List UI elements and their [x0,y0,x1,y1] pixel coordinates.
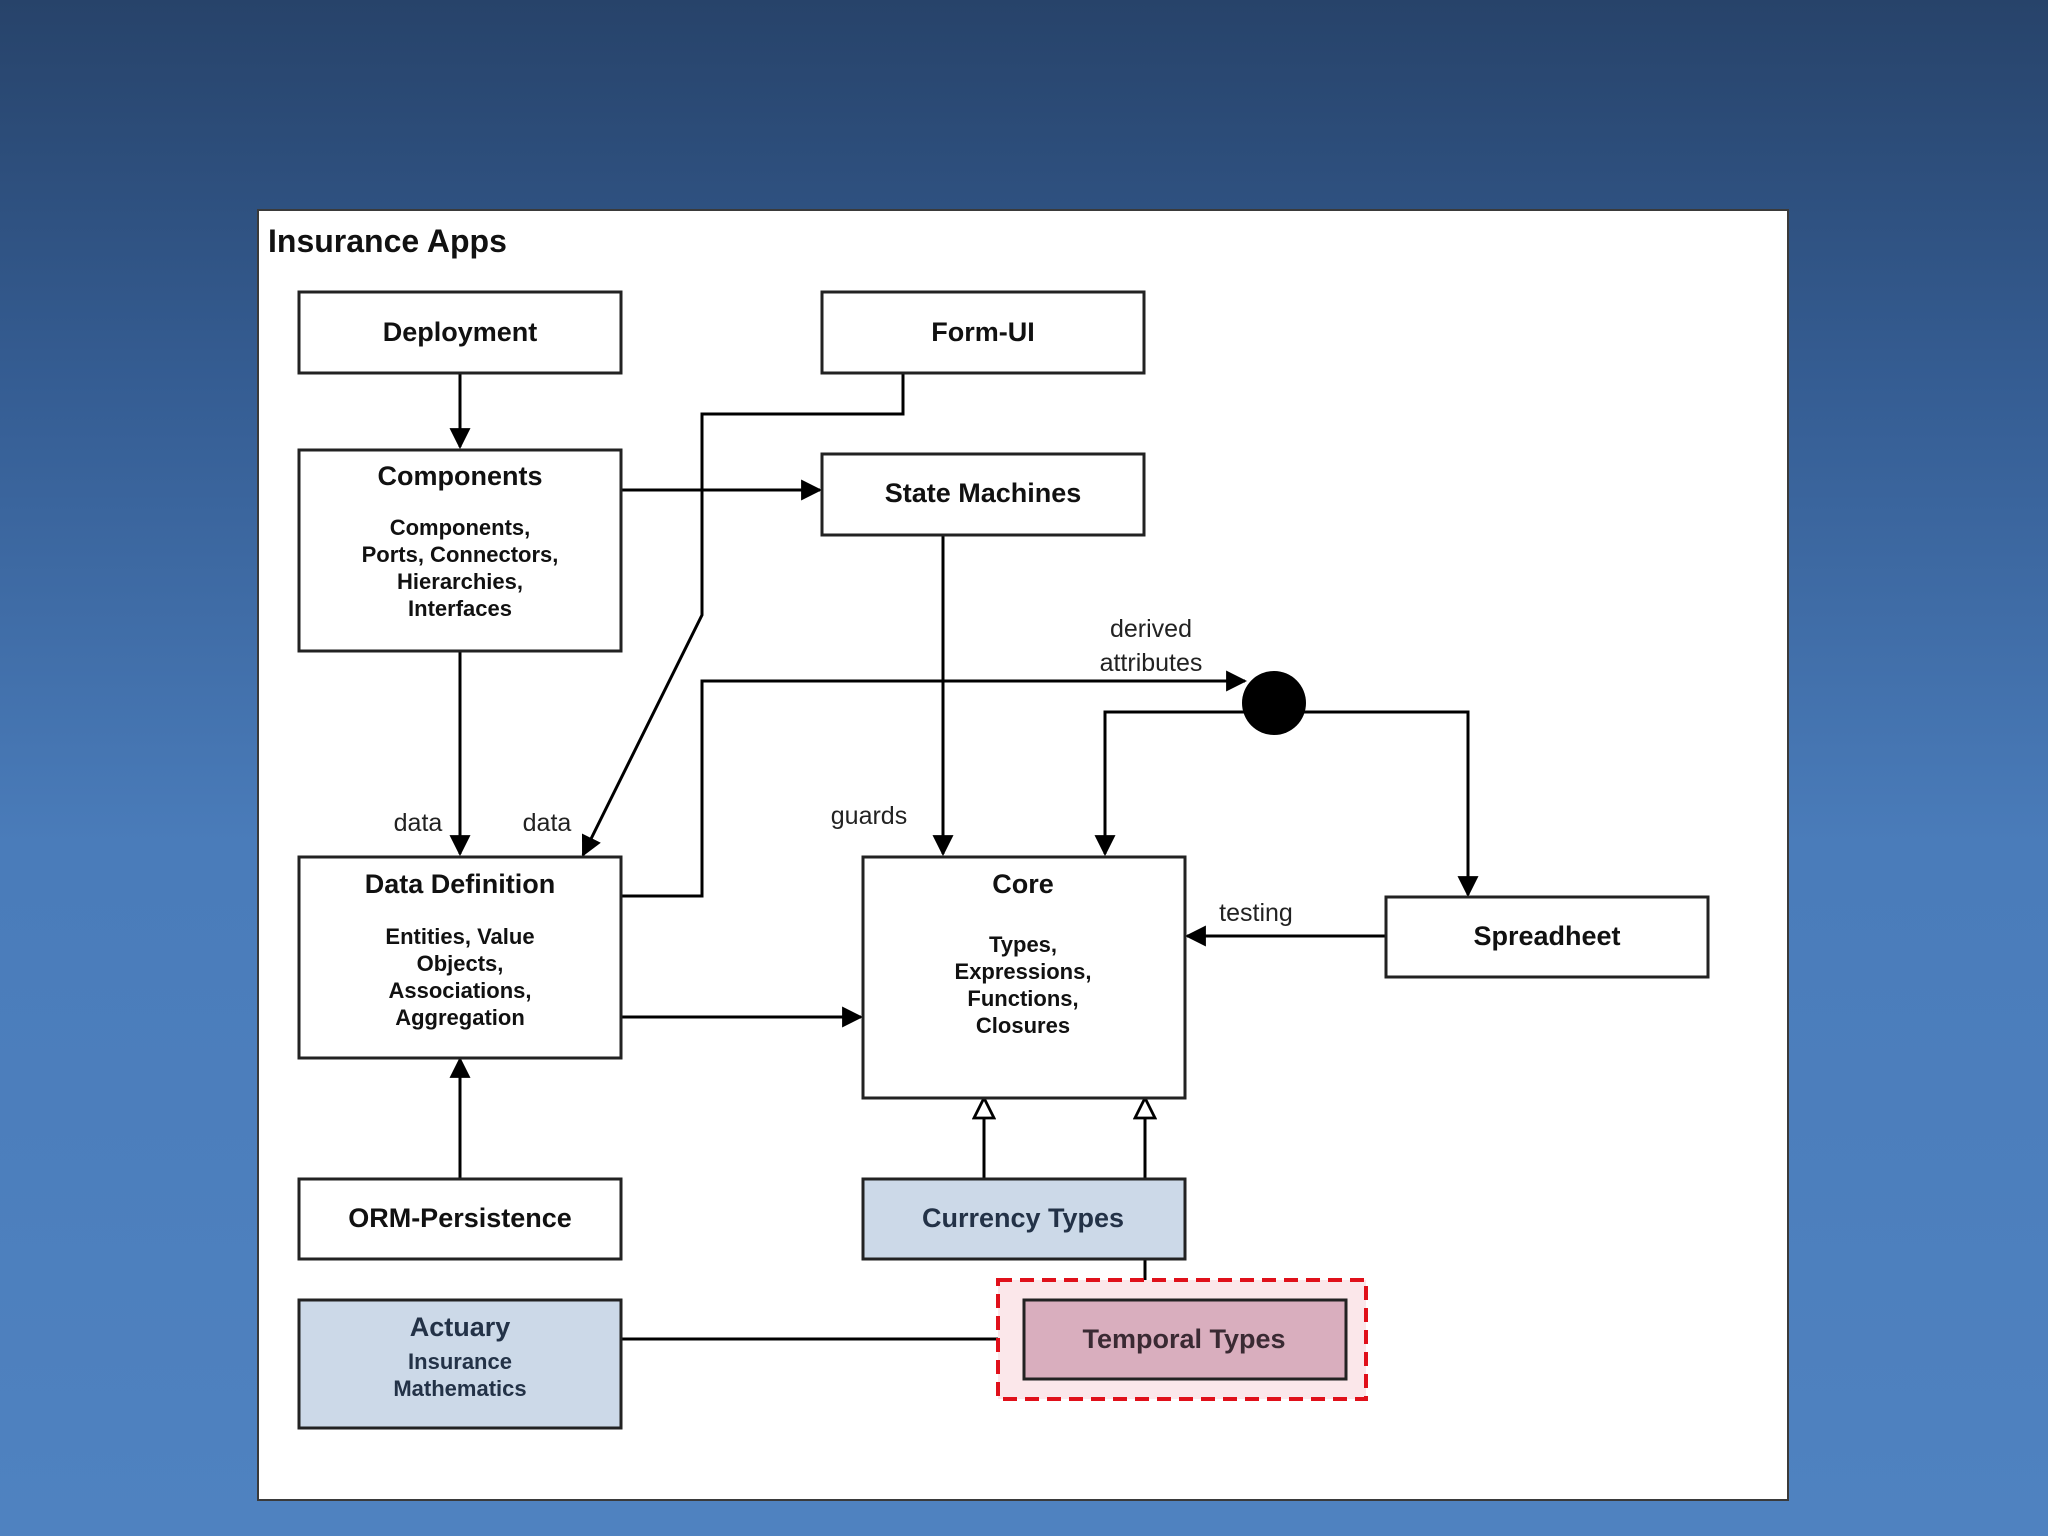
frame-title: Insurance Apps [268,223,507,259]
edge-label-attributes: attributes [1100,649,1203,677]
core-line-3: Functions, [967,986,1078,1011]
components-line-2: Ports, Connectors, [362,542,559,567]
connectors [449,374,1479,1350]
edge-node-spreadheet [1303,710,1479,898]
edge-label-data-right: data [523,809,572,837]
data-definition-line-1: Entities, Value [385,924,534,949]
core-line-4: Closures [976,1013,1070,1038]
data-definition-line-2: Objects, [417,951,504,976]
actuary-title: Actuary [410,1312,511,1342]
edge-label-guards: guards [831,802,907,830]
spreadheet-box[interactable]: Spreadheet [1384,895,1710,979]
data-definition-line-3: Associations, [388,978,531,1003]
edge-label-data-left: data [394,809,443,837]
deployment-title: Deployment [383,317,538,347]
deployment-box[interactable]: Deployment [297,290,623,375]
core-line-1: Types, [989,932,1057,957]
orm-persistence-title: ORM-Persistence [348,1203,572,1233]
edge-formui-datadefinition [581,374,905,857]
form-ui-title: Form-UI [931,317,1035,347]
currency-types-box[interactable]: Currency Types [861,1177,1187,1261]
edge-label-testing: testing [1219,899,1293,927]
data-definition-line-4: Aggregation [395,1005,525,1030]
core-line-2: Expressions, [955,959,1092,984]
edge-node-core [1094,710,1245,857]
state-machines-title: State Machines [885,478,1082,508]
form-ui-box[interactable]: Form-UI [820,290,1146,375]
data-definition-title: Data Definition [365,869,556,899]
components-line-1: Components, [390,515,531,540]
edge-datadefinition-derived [621,670,1248,898]
temporal-types-title: Temporal Types [1082,1324,1285,1354]
spreadheet-title: Spreadheet [1473,921,1620,951]
temporal-types-box[interactable]: Temporal Types [1022,1298,1348,1381]
actuary-box[interactable]: Actuary Insurance Mathematics [297,1298,623,1430]
actuary-line-1: Insurance [408,1349,512,1374]
state-machines-box[interactable]: State Machines [820,452,1146,537]
components-title: Components [378,461,543,491]
core-title: Core [992,869,1054,899]
edge-label-derived: derived [1110,615,1192,643]
components-box[interactable]: Components Components, Ports, Connectors… [297,448,623,653]
components-line-4: Interfaces [408,596,512,621]
data-definition-box[interactable]: Data Definition Entities, Value Objects,… [297,855,623,1060]
derived-attributes-node [1242,671,1306,735]
actuary-line-2: Mathematics [393,1376,526,1401]
core-box[interactable]: Core Types, Expressions, Functions, Clos… [861,855,1187,1100]
currency-types-title: Currency Types [922,1203,1124,1233]
orm-persistence-box[interactable]: ORM-Persistence [297,1177,623,1261]
components-line-3: Hierarchies, [397,569,523,594]
